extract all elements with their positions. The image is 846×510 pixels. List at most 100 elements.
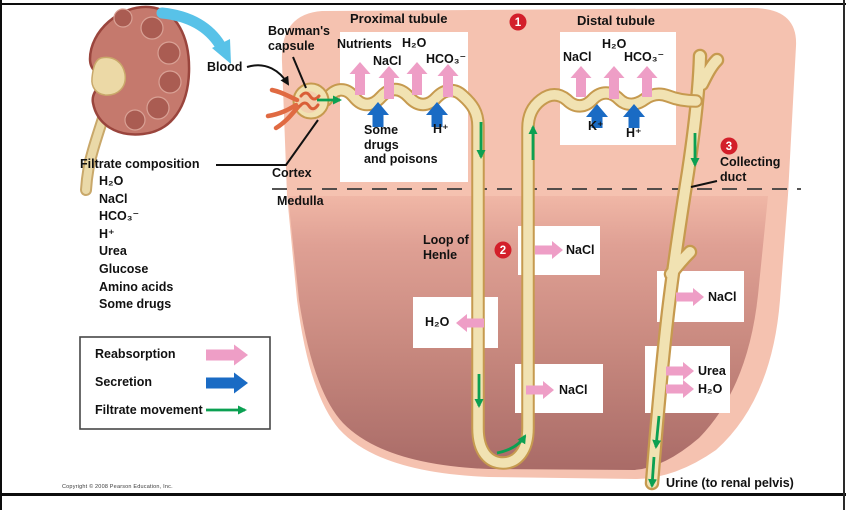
reabsorption-arrow-h2o-proximal bbox=[406, 62, 428, 95]
step-markers: 1 2 3 bbox=[494, 13, 738, 259]
distal-nacl-label: NaCl bbox=[563, 50, 592, 64]
flow-arrow-loop-turn bbox=[496, 434, 527, 455]
proximal-nacl-label: NaCl bbox=[373, 54, 402, 68]
reabsorption-arrows bbox=[349, 62, 704, 399]
bowmans-capsule-glomerulus bbox=[265, 82, 330, 131]
blood-label: Blood bbox=[207, 60, 243, 74]
distal-kplus-label: K⁺ bbox=[588, 119, 604, 133]
legend-reabsorption-label: Reabsorption bbox=[95, 347, 176, 361]
proximal-secreted-label: Some drugs and poisons bbox=[364, 123, 438, 167]
proximal-tubule-title: Proximal tubule bbox=[350, 11, 448, 26]
distal-hco3-label: HCO₃⁻ bbox=[624, 50, 665, 64]
filtrate-item: Urea bbox=[99, 244, 127, 259]
proximal-hplus-label: H⁺ bbox=[433, 122, 449, 136]
left-rule bbox=[0, 0, 2, 510]
reabsorption-legend-icon bbox=[206, 344, 248, 366]
distal-h2o-label: H₂O bbox=[602, 37, 627, 51]
loop-nacl-lower-label: NaCl bbox=[559, 383, 588, 397]
filtrate-item: Amino acids bbox=[99, 279, 174, 294]
renal-pyramids bbox=[113, 8, 182, 131]
proximal-secreted-line3: and poisons bbox=[364, 152, 438, 166]
filtrate-item: HCO₃⁻ bbox=[99, 209, 140, 224]
collecting-duct-tube bbox=[644, 48, 725, 491]
filtrate-item: H⁺ bbox=[99, 226, 115, 241]
distal-hplus-label: H⁺ bbox=[626, 126, 642, 140]
reabsorption-arrow-nacl-loop bbox=[526, 381, 554, 399]
filtrate-composition-title: Filtrate composition bbox=[80, 157, 200, 171]
collecting-duct-pointer bbox=[690, 180, 718, 188]
legend-filtrate-movement-label: Filtrate movement bbox=[95, 403, 203, 417]
marker-1-number: 1 bbox=[515, 17, 522, 29]
filtrate-pointer bbox=[216, 119, 319, 166]
secretion-arrows bbox=[367, 102, 645, 128]
proximal-hco3-label: HCO₃⁻ bbox=[426, 52, 467, 66]
top-rule bbox=[0, 3, 846, 5]
blood-arrow bbox=[246, 64, 290, 86]
reabsorption-arrow-urea-duct bbox=[666, 362, 694, 380]
filtrate-composition-list: H₂O NaCl HCO₃⁻ H⁺ Urea Glucose Amino aci… bbox=[99, 173, 173, 314]
secretion-arrow-hplus-proximal bbox=[426, 102, 448, 127]
proximal-h2o-label: H₂O bbox=[402, 36, 427, 50]
bottom-rule bbox=[0, 493, 846, 496]
reabsorption-arrow-nacl-duct bbox=[676, 288, 704, 306]
collecting-duct-label-line1: Collecting bbox=[720, 155, 781, 169]
bowmans-capsule-label-line2: capsule bbox=[268, 38, 315, 53]
marker-2-circle bbox=[494, 241, 512, 259]
loop-of-henle-label-line2: Henle bbox=[423, 247, 458, 262]
distal-tubule-title: Distal tubule bbox=[577, 13, 656, 28]
proximal-secreted-line2: drugs bbox=[364, 137, 399, 152]
secretion-arrow-kplus bbox=[586, 104, 608, 128]
copyright-notice: Copyright © 2008 Pearson Education, Inc. bbox=[62, 484, 173, 490]
legend-secretion-label: Secretion bbox=[95, 375, 152, 389]
filtrate-item: NaCl bbox=[99, 191, 128, 206]
zoom-callout-arrowhead bbox=[212, 39, 231, 64]
marker-3-circle bbox=[720, 137, 738, 155]
loop-of-henle-label-line1: Loop of bbox=[423, 233, 469, 247]
reabsorption-arrow-h2o-descending bbox=[456, 314, 484, 332]
reabsorption-arrow-hco3-distal bbox=[636, 66, 658, 97]
medulla-label: Medulla bbox=[277, 194, 324, 208]
flow-arrow-duct-medulla bbox=[652, 415, 662, 449]
reabsorption-arrow-nacl-distal bbox=[570, 66, 592, 97]
renal-pelvis bbox=[91, 56, 126, 96]
legend bbox=[79, 336, 271, 430]
reabsorption-arrow-h2o-distal bbox=[603, 66, 625, 99]
urine-outflow-label: Urine (to renal pelvis) bbox=[666, 476, 794, 490]
marker-1-circle bbox=[509, 13, 527, 31]
bowmans-capsule-label-line1: Bowman's bbox=[268, 24, 331, 38]
loop-h2o-label: H₂O bbox=[425, 315, 450, 329]
secretion-arrow-hplus-distal bbox=[623, 104, 645, 128]
proximal-secreted-line1: Some bbox=[364, 123, 399, 137]
cortex-label: Cortex bbox=[272, 166, 312, 180]
duct-h2o-label: H₂O bbox=[698, 382, 723, 396]
collecting-duct-label-line2: duct bbox=[720, 169, 747, 184]
right-rule bbox=[843, 0, 845, 510]
filtrate-movement-arrows bbox=[317, 95, 700, 488]
filtrate-item: Some drugs bbox=[99, 297, 172, 312]
reabsorption-arrow-hco3-proximal bbox=[437, 64, 459, 97]
loop-of-henle-label: Loop of Henle bbox=[423, 233, 469, 262]
collecting-duct-label: Collecting duct bbox=[720, 155, 780, 184]
reabsorption-arrow-nacl-ascending bbox=[535, 241, 563, 259]
flow-arrow-duct-exit bbox=[647, 456, 657, 488]
loop-nacl-upper-label: NaCl bbox=[566, 243, 595, 257]
bowmans-capsule-label: Bowman's capsule bbox=[268, 24, 330, 53]
filtrate-item: H₂O bbox=[99, 174, 124, 188]
marker-3-number: 3 bbox=[726, 141, 732, 153]
reabsorption-arrow-nacl-proximal bbox=[378, 66, 400, 99]
reabsorption-arrow-nutrients bbox=[349, 62, 371, 95]
secretion-legend-icon bbox=[206, 372, 248, 394]
secretion-arrow-drugs bbox=[367, 102, 389, 127]
duct-nacl-label: NaCl bbox=[708, 290, 737, 304]
kidney-illustration bbox=[80, 5, 231, 196]
pointer-lines bbox=[216, 56, 718, 188]
reabsorption-arrow-h2o-duct bbox=[666, 380, 694, 398]
nephron-tubule bbox=[319, 82, 703, 470]
bowmans-pointer bbox=[292, 56, 307, 89]
duct-urea-label: Urea bbox=[698, 364, 726, 378]
marker-2-number: 2 bbox=[500, 245, 506, 257]
proximal-nutrients-label: Nutrients bbox=[337, 37, 392, 51]
filtrate-item: Glucose bbox=[99, 261, 149, 276]
